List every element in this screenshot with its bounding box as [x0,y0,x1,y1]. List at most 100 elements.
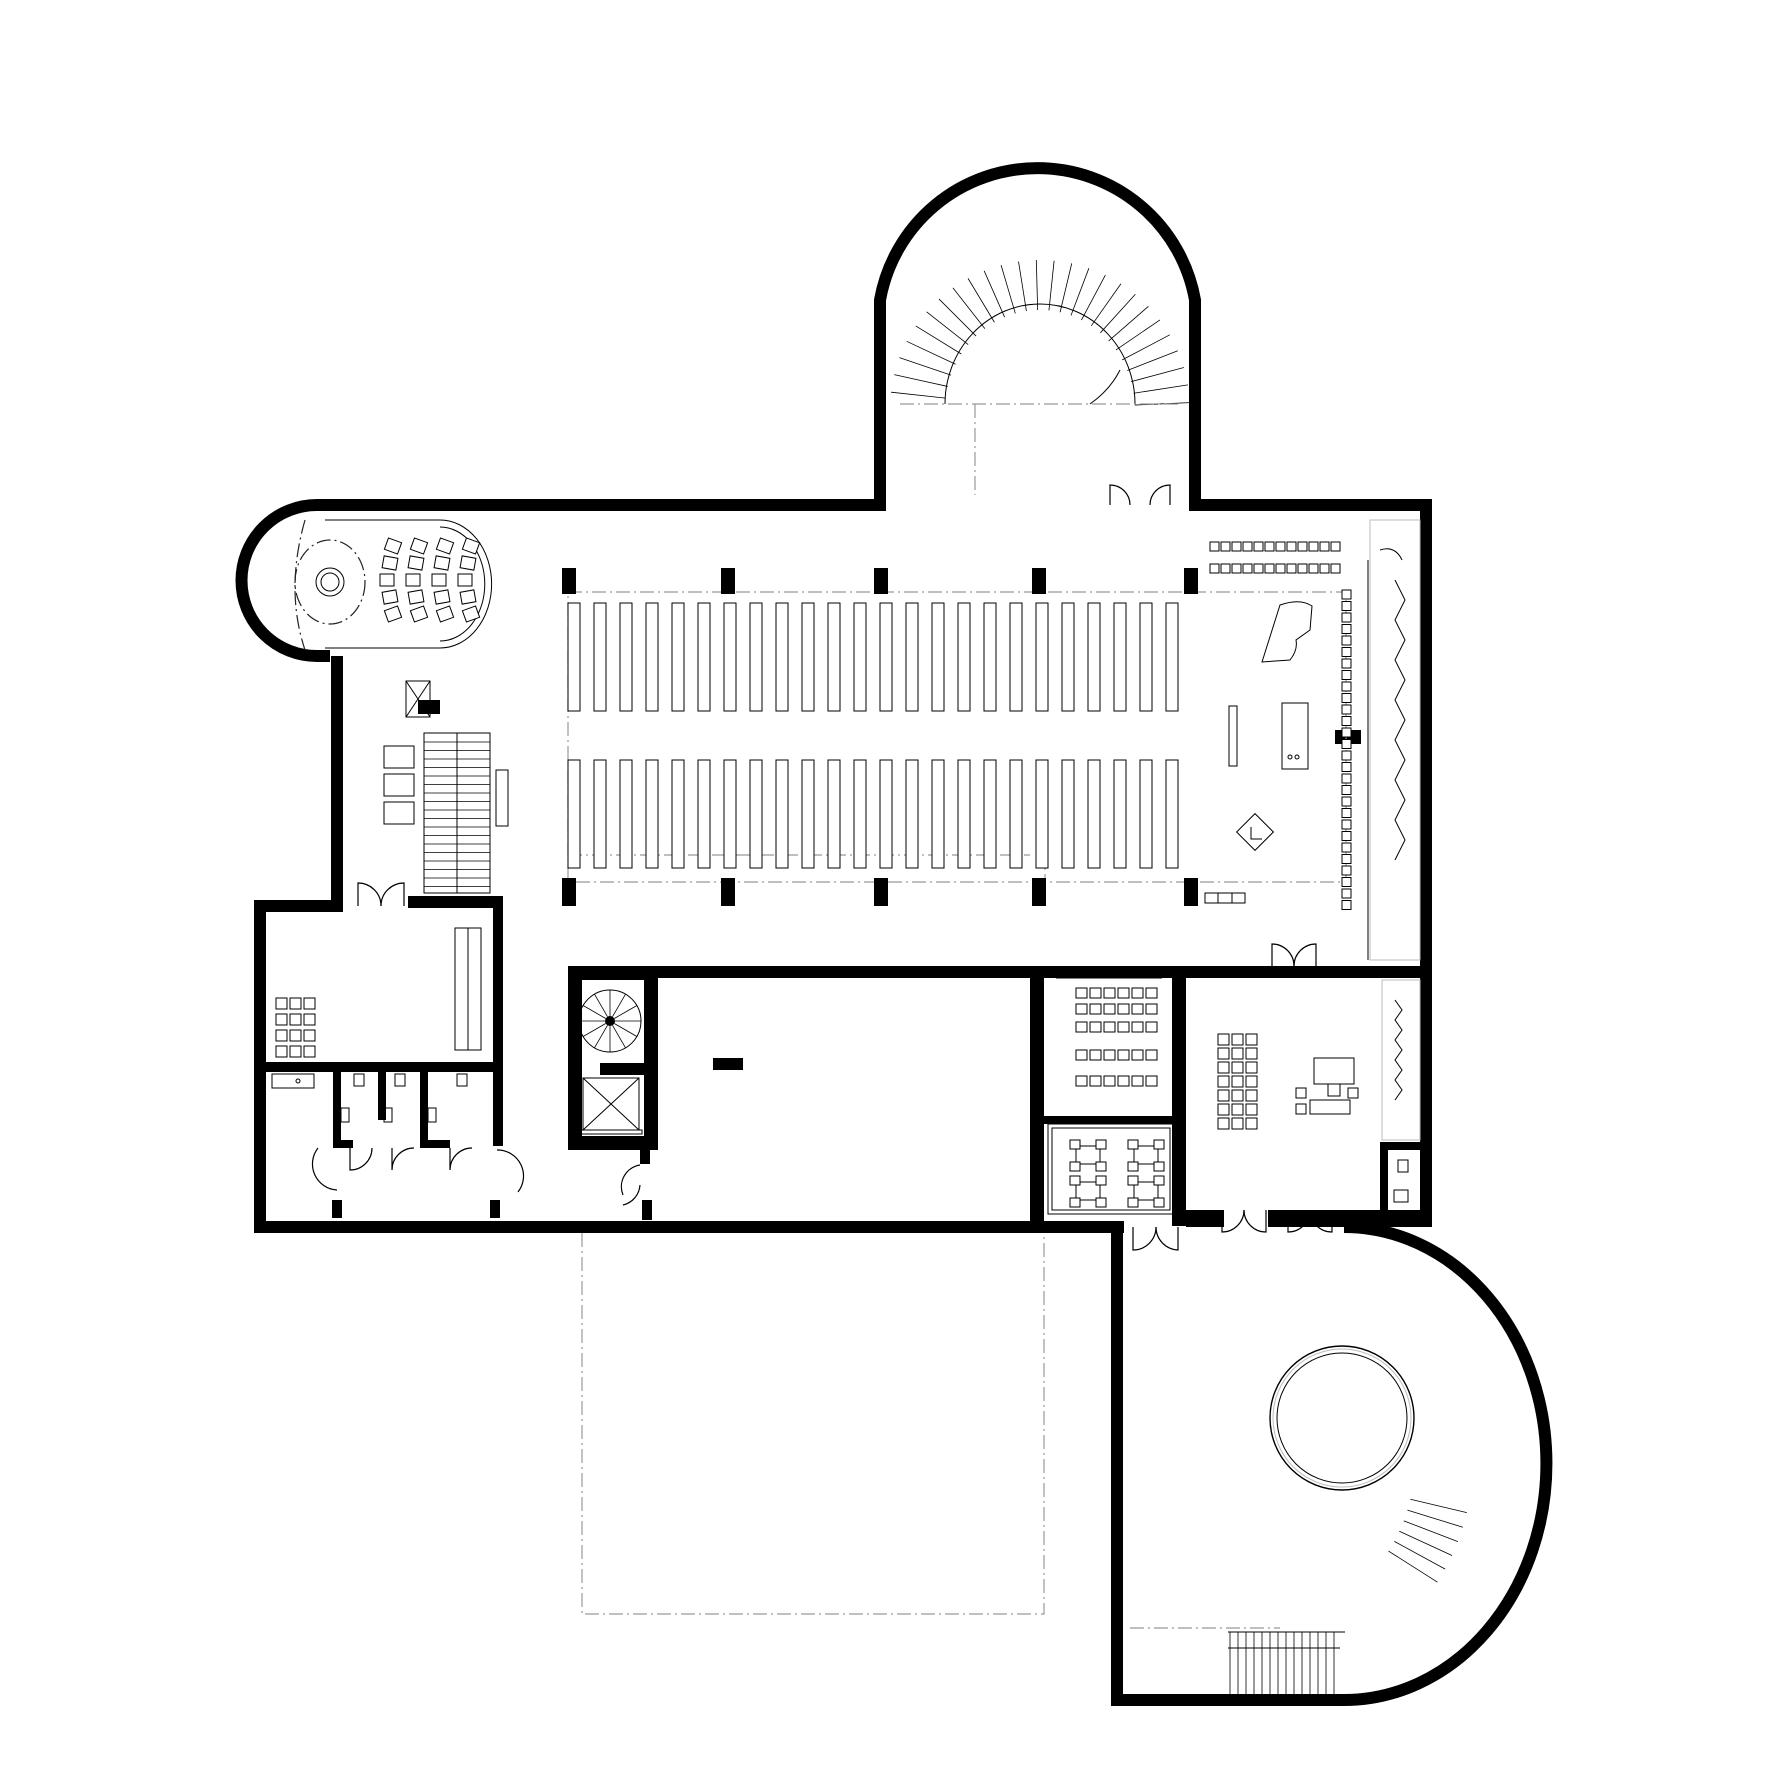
pillar [1184,878,1198,906]
chair [1231,1061,1244,1074]
chair [1217,1047,1230,1060]
toilet-2 [394,1073,406,1087]
stool [289,1045,302,1058]
cafe-table [1133,1181,1159,1201]
toilet-partition-1 [333,1072,341,1142]
chair [1117,987,1130,999]
south-doors[interactable] [1132,1209,1333,1251]
altar-area [1204,541,1352,910]
chair [433,589,451,605]
wc-wall [1380,1142,1426,1150]
bench [879,602,893,712]
chair [407,589,425,605]
chair [383,537,403,555]
tread [891,391,946,399]
chair [1275,563,1286,574]
north-stair-tower [891,260,1190,506]
lift-door[interactable] [620,1164,641,1206]
kitchen-door[interactable] [357,882,405,907]
cafe-chair [1153,1175,1165,1186]
stool [275,1013,288,1026]
chair [1145,1021,1158,1033]
stool [289,1013,302,1026]
pillar [721,878,735,906]
bench [671,759,685,869]
apse-inner-line [325,519,493,649]
chair [1341,854,1352,864]
classroom-south-wall [1044,1116,1184,1124]
chair [1245,1103,1258,1116]
stool [303,1045,316,1058]
chair [409,605,429,623]
tread [1122,334,1170,361]
bench [983,759,997,869]
west-staircase[interactable] [383,680,509,894]
chair [1242,563,1253,574]
chair [1275,541,1286,552]
cafe-chair [1069,1197,1081,1208]
chair [1089,1021,1102,1033]
bench [957,759,971,869]
bench [983,602,997,712]
chair [1341,842,1352,853]
organ-pipes [1394,579,1406,861]
chair [1319,563,1330,574]
chair [1341,877,1352,887]
chair [1341,831,1352,841]
chair [1245,1061,1258,1074]
cafe-chair [1069,1175,1081,1186]
toilet-doors[interactable] [311,1147,525,1193]
chair [1341,589,1352,600]
interior-walls [260,700,1432,1227]
bench [1139,759,1153,869]
stair-landing-box-2 [383,773,415,797]
small-bench [1204,892,1246,904]
south-wall [254,656,1117,1233]
meeting-wardrobe [1381,979,1421,1141]
lift-divider [600,1063,644,1075]
chair [1253,563,1264,574]
chair [1209,541,1220,552]
kitchen-wall [260,1062,500,1072]
cafe-chair [1153,1139,1165,1150]
bench [593,602,607,712]
stair-inner-edge [944,303,1136,405]
south-rotunda-wall [1111,1221,1553,1706]
tread [1407,1509,1463,1528]
cafe-chair [1153,1197,1165,1208]
bench [1165,602,1179,712]
bench [1113,759,1127,869]
courtyard-outline [581,1233,1045,1615]
chair [405,573,421,587]
bench [1165,759,1179,869]
meeting-door[interactable] [1271,943,1317,967]
bench [879,759,893,869]
toilet-1 [353,1073,365,1087]
tread [612,993,626,1017]
chair [1341,670,1352,680]
bench [567,759,581,869]
tread [1127,350,1178,371]
chair [1341,727,1352,738]
cafe-chair [1153,1161,1165,1172]
chair [1308,541,1319,552]
bench [697,759,711,869]
cafe-chair [1095,1175,1107,1186]
pillar [1032,568,1046,594]
chair [1103,1003,1116,1015]
tread [1394,1540,1446,1570]
toilet-partition-2 [378,1072,386,1120]
cafe-tables [1069,1139,1165,1208]
pillar [874,568,888,594]
chair [1117,1021,1130,1033]
chair [1075,987,1088,999]
chair [1075,1003,1088,1015]
meeting-chairs [1217,1033,1258,1130]
bench-group [567,602,1179,869]
apse-chairs [379,537,481,623]
tower-door[interactable] [1109,484,1171,506]
chair [1297,541,1308,552]
chair [431,573,447,587]
bench [827,759,841,869]
toilet-wall-seg-2 [420,1140,450,1148]
